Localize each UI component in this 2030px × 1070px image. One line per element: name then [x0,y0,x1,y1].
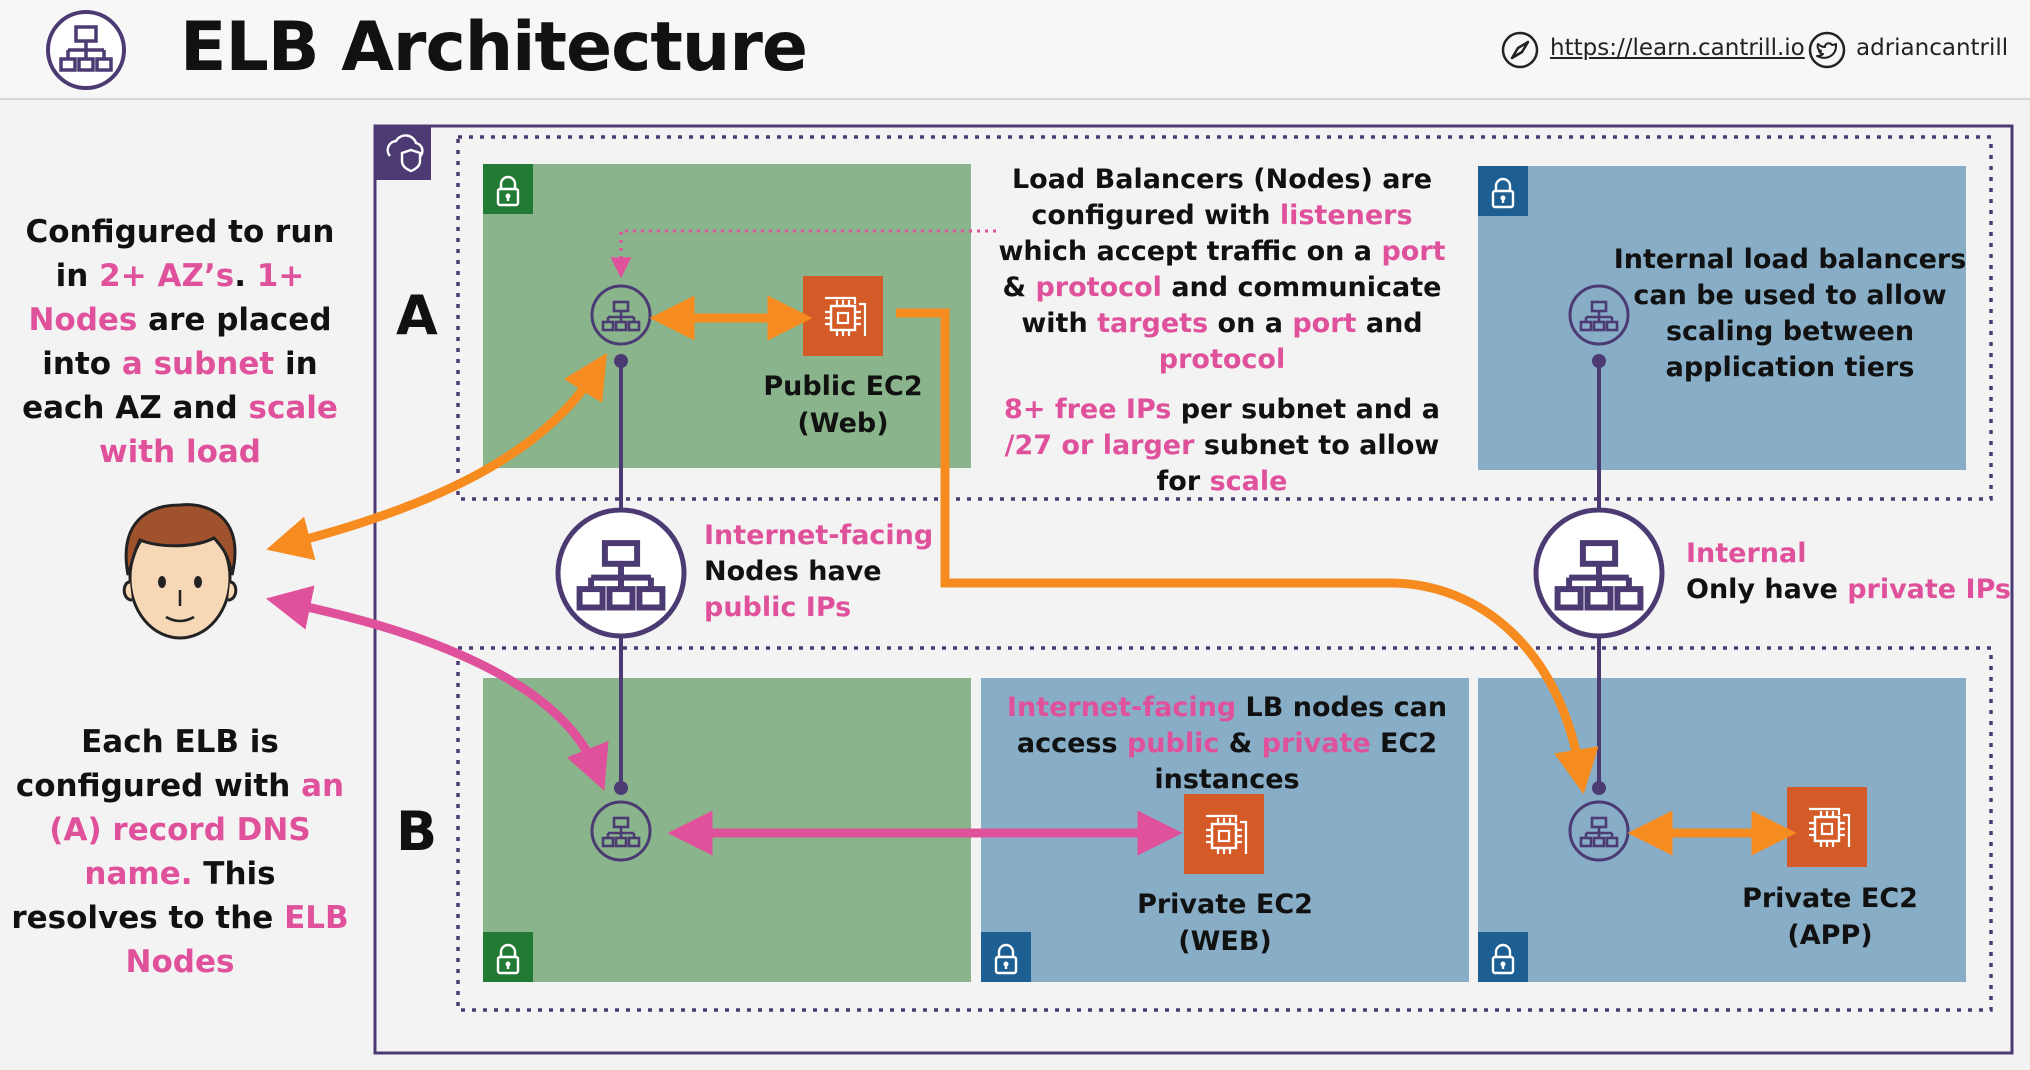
body-text: Nodes have [704,556,882,587]
ec2-chip-icon [1787,787,1867,867]
body-text: & [1002,272,1036,303]
free-ip-callout: 8+ free IPs per subnet and a /27 or larg… [992,392,1452,500]
body-text: Each ELB is configured with [15,724,302,804]
highlight-text: protocol [1035,272,1162,303]
connector-dot [614,354,628,368]
connector-dot [1592,781,1606,795]
ec2-label-line: Private EC2 [1742,883,1918,914]
highlight-text: port [1381,236,1446,267]
dns-record-note: Each ELB is configured with an (A) recor… [10,720,350,984]
cloud-shield-icon [375,126,431,180]
user-to-node-a-arrow [266,352,607,561]
body-text: subnet to allow for [1156,430,1440,497]
lb-node-b-internet-icon [590,800,652,862]
az-a-boundary [456,135,1993,501]
ec2-label-line: Private EC2 [1137,889,1313,920]
ec2-label-line: (Web) [797,408,889,439]
public-ec2-label: Public EC2 (Web) [760,368,926,442]
body-text: on a [1208,308,1293,339]
public-ec2-to-internal-elb-arrow [896,308,1599,795]
highlight-text: scale [1209,466,1288,497]
body-text: Only have [1686,574,1838,605]
internal-lb-callout: Internal load balancers can be used to a… [1610,242,1970,386]
internet-facing-label: Internet-facing Nodes have public IPs [704,518,933,626]
body-text: per subnet and a [1171,394,1440,425]
lb-node-a-internet-icon [590,284,652,346]
az-label-a: A [396,284,438,347]
connector-dot [1592,354,1606,368]
page-title: ELB Architecture [180,8,808,87]
compass-icon [1501,31,1539,69]
lock-icon [1478,166,1528,216]
az-label-b: B [396,800,438,863]
highlight-text: targets [1097,308,1209,339]
highlight-text: an (A) record DNS name. [49,768,345,892]
highlight-text: listeners [1279,200,1413,231]
highlight-text: ELB Nodes [125,900,349,980]
subnet-a-internal [1478,166,1966,470]
private-app-ec2-label: Private EC2 (APP) [1740,880,1920,954]
lock-icon [483,164,533,214]
internet-facing-elb-icon [555,507,687,639]
highlight-text: Internet-facing [1006,692,1237,723]
header-bar: ELB Architecture https://learn.cantrill.… [0,0,2030,100]
highlight-text: private IPs [1847,574,2011,605]
highlight-text: private [1261,728,1371,759]
body-text: Internal load balancers can be used to a… [1613,244,1967,383]
ec2-label-line: Public EC2 [763,371,923,402]
connector-dot [614,781,628,795]
highlight-text: 1+ Nodes [28,258,305,338]
twitter-bird-icon [1808,31,1846,69]
body-text: are placed into [42,302,332,382]
user-to-node-b-arrow [265,585,609,791]
ec2-label-line: (WEB) [1178,926,1272,957]
body-text: Configured to run in [25,214,335,294]
internal-elb-icon [1533,507,1665,639]
highlight-text: port [1292,308,1357,339]
lock-icon [1478,932,1528,982]
body-text: Load Balancers (Nodes) are configured wi… [1011,164,1433,231]
highlight-text: Internet-facing [704,520,934,551]
lock-icon [981,932,1031,982]
body-text: This resolves to the [11,856,285,936]
lb-node-b-internal-icon [1568,800,1630,862]
highlight-text: /27 or larger [1004,430,1195,461]
highlight-text: 8+ free IPs [1004,394,1172,425]
ec2-chip-icon [1184,794,1264,874]
access-callout: Internet-facing LB nodes can access publ… [982,690,1472,798]
highlight-text: protocol [1158,344,1286,375]
lb-node-a-internal-icon [1568,284,1630,346]
highlight-text: a subnet [121,346,275,382]
highlight-text: public IPs [704,592,852,623]
highlight-text: public [1126,728,1220,759]
body-text: which accept traffic on a [998,236,1382,267]
private-web-ec2-label: Private EC2 (WEB) [1130,886,1320,960]
listener-callout: Load Balancers (Nodes) are configured wi… [992,162,1452,378]
site-link[interactable]: https://learn.cantrill.io [1550,35,1805,61]
az-b-boundary [456,646,1993,1012]
ec2-label-line: (APP) [1787,920,1873,951]
body-text: EC2 instances [1154,728,1438,795]
ec2-chip-icon [803,276,883,356]
highlight-text: Internal [1686,538,1807,569]
body-text: . [234,258,257,294]
highlight-text: 2+ AZ’s [99,258,235,294]
user-avatar-icon [122,503,238,640]
body-text: and [1356,308,1423,339]
twitter-handle: adriancantrill [1856,35,2009,61]
body-text: and communicate with [1021,272,1442,339]
network-hierarchy-icon [46,10,126,90]
lock-icon [483,932,533,982]
body-text: LB nodes can access [1016,692,1448,759]
internal-label: Internal Only have private IPs [1686,536,2011,608]
body-text: & [1219,728,1262,759]
